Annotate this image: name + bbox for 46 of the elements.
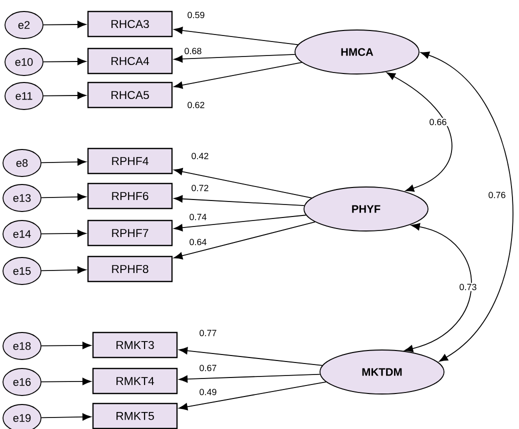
edge-label: 0.76 bbox=[487, 190, 507, 200]
edge-label: 0.64 bbox=[188, 238, 208, 246]
arrow bbox=[174, 26, 298, 46]
covariance-arrow bbox=[386, 72, 452, 192]
arrow bbox=[178, 374, 320, 383]
arrow bbox=[43, 20, 86, 28]
edge-label: 0.68 bbox=[183, 46, 203, 56]
indicator-box: RMKT5 bbox=[92, 402, 178, 429]
edge-label: 0.72 bbox=[190, 184, 210, 192]
edge-label: 0.42 bbox=[190, 152, 210, 160]
arrow bbox=[174, 62, 302, 89]
arrow bbox=[41, 413, 92, 421]
covariance-arrow bbox=[420, 52, 513, 362]
indicator-box: RHCA4 bbox=[87, 48, 173, 74]
arrow bbox=[41, 266, 86, 274]
indicator-box: RHCA5 bbox=[87, 82, 173, 108]
edge-label: 0.66 bbox=[428, 118, 448, 126]
indicator-box: RPHF7 bbox=[87, 220, 173, 246]
arrow bbox=[174, 222, 316, 260]
arrow bbox=[41, 158, 86, 166]
arrow bbox=[41, 193, 86, 201]
edge-label: 0.59 bbox=[186, 10, 206, 20]
indicator-box: RMKT3 bbox=[92, 332, 178, 358]
indicator-box: RMKT4 bbox=[92, 368, 178, 394]
indicator-box: RHCA3 bbox=[87, 10, 173, 38]
edge-label: 0.49 bbox=[198, 388, 218, 396]
arrow bbox=[174, 195, 305, 206]
edge-label: 0.62 bbox=[186, 100, 206, 110]
edge-label: 0.74 bbox=[188, 212, 208, 222]
edge-label: 0.73 bbox=[458, 282, 478, 292]
arrow bbox=[174, 214, 306, 232]
indicator-box: RPHF8 bbox=[87, 256, 173, 282]
arrow bbox=[174, 54, 296, 63]
arrow bbox=[41, 230, 86, 238]
edge-label: 0.77 bbox=[198, 328, 218, 338]
arrow bbox=[178, 382, 326, 410]
arrow bbox=[174, 168, 312, 198]
arrow bbox=[43, 58, 86, 66]
indicator-box: RPHF4 bbox=[87, 148, 173, 174]
arrow bbox=[43, 92, 86, 100]
indicator-box: RPHF6 bbox=[87, 182, 173, 210]
covariance-arrow bbox=[404, 223, 472, 352]
arrow bbox=[41, 378, 92, 386]
arrow bbox=[178, 347, 323, 366]
edge-label: 0.67 bbox=[198, 364, 218, 372]
arrow bbox=[41, 342, 92, 350]
